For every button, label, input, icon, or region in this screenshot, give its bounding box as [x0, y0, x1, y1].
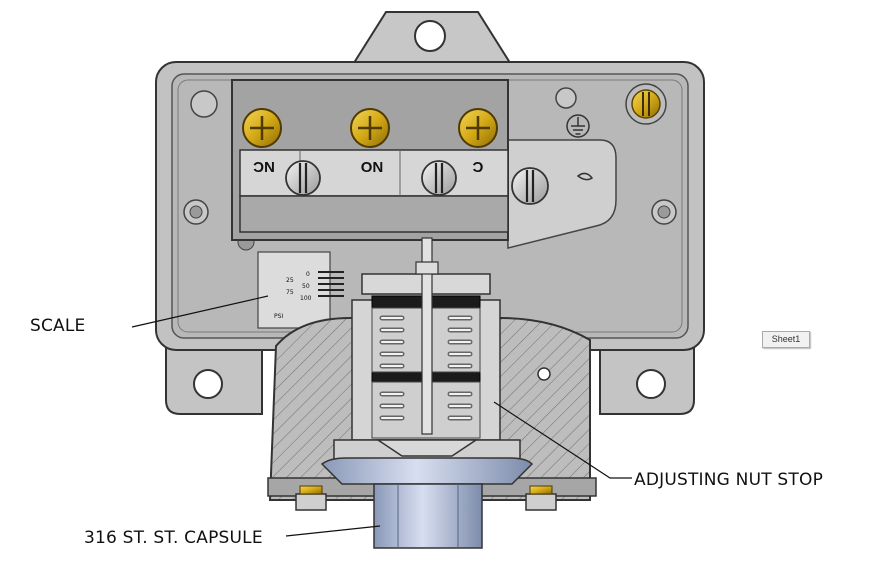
capsule-leader-line: [285, 525, 381, 537]
capsule-callout: 316 ST. ST. CAPSULE: [84, 528, 263, 548]
right-bracket: [505, 139, 617, 249]
scale-callout: SCALE: [30, 316, 86, 336]
screw-icon: [285, 160, 321, 196]
scale-leader-line: [131, 295, 269, 328]
scale-value-0: 0: [306, 271, 310, 278]
capsule: [320, 457, 534, 549]
sheet-tab[interactable]: Sheet1: [762, 331, 810, 348]
terminal-label-nc: NC: [253, 158, 275, 175]
screw-icon: [421, 160, 457, 196]
terminal-label-c: C: [472, 158, 483, 175]
ground-screw: [625, 83, 667, 125]
ground-icon: [566, 114, 590, 138]
terminal-label-no: NO: [360, 158, 383, 175]
screw-icon: [511, 167, 549, 205]
terminal-screw-c: [458, 108, 498, 148]
scale-value-100: 100: [300, 295, 312, 302]
scale-unit: PSI: [274, 313, 283, 320]
bottom-mounting-ears: [165, 339, 695, 415]
scale-value-25: 25: [286, 277, 294, 284]
top-mounting-tab: [350, 11, 514, 67]
range-spring-assembly: [361, 237, 491, 457]
bracket-tab: [576, 172, 594, 181]
scale-plate: [257, 251, 344, 329]
scale-value-75: 75: [286, 289, 294, 296]
adjusting-nut-leader-line: [493, 401, 632, 479]
scale-value-50: 50: [302, 283, 310, 290]
adjusting-nut-stop-callout: ADJUSTING NUT STOP: [634, 470, 824, 490]
terminal-block: [231, 79, 509, 241]
terminal-screw-nc: [242, 108, 282, 148]
terminal-screw-no: [350, 108, 390, 148]
